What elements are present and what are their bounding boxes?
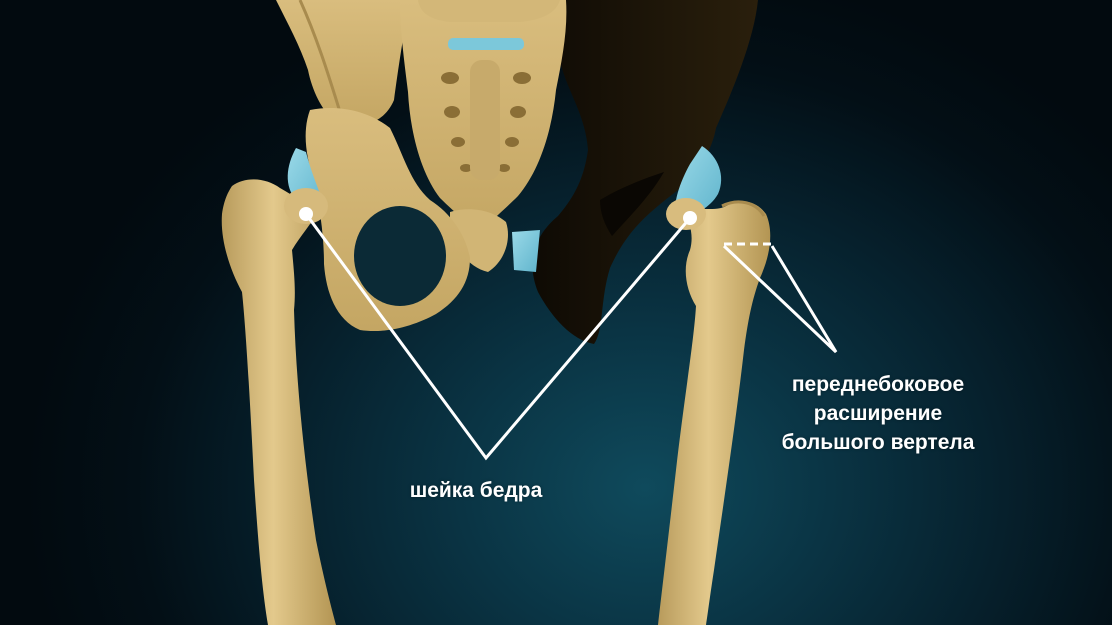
trochanter-label: переднебоковое расширение большого верте… — [748, 370, 1008, 457]
femoral-neck-pointer — [299, 207, 697, 461]
lumbar-vertebra — [418, 0, 560, 22]
obturator-foramen — [354, 206, 446, 306]
left-ilium — [276, 0, 410, 126]
right-femur — [658, 201, 771, 625]
left-femur — [221, 179, 336, 625]
left-femoral-head — [284, 188, 328, 224]
trochanter-label-line-2: расширение — [813, 402, 943, 425]
trochanter-pointer — [722, 242, 838, 354]
femoral-neck-label: шейка бедра — [409, 479, 543, 502]
intervertebral-disc — [448, 38, 524, 50]
pubic-symphysis — [512, 230, 540, 272]
trochanter-label-line-1: переднебоковое — [791, 373, 965, 396]
trochanter-label-line-3: большого вертела — [781, 431, 975, 454]
dark-hip-bone — [532, 0, 758, 344]
